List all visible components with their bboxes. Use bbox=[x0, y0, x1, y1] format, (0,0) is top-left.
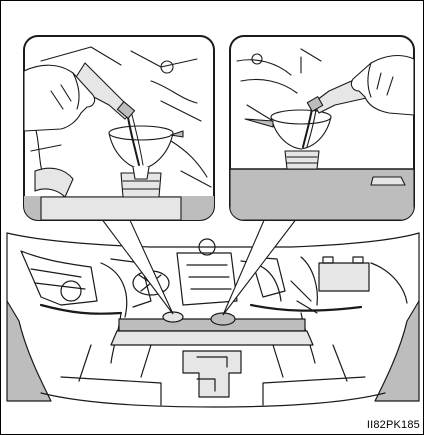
right-callout-panel bbox=[230, 36, 414, 220]
figure-code: II82PK185 bbox=[367, 419, 420, 431]
engine-bay-icon bbox=[7, 233, 419, 407]
left-callout-panel bbox=[24, 36, 214, 220]
callout-pointers bbox=[101, 218, 297, 315]
